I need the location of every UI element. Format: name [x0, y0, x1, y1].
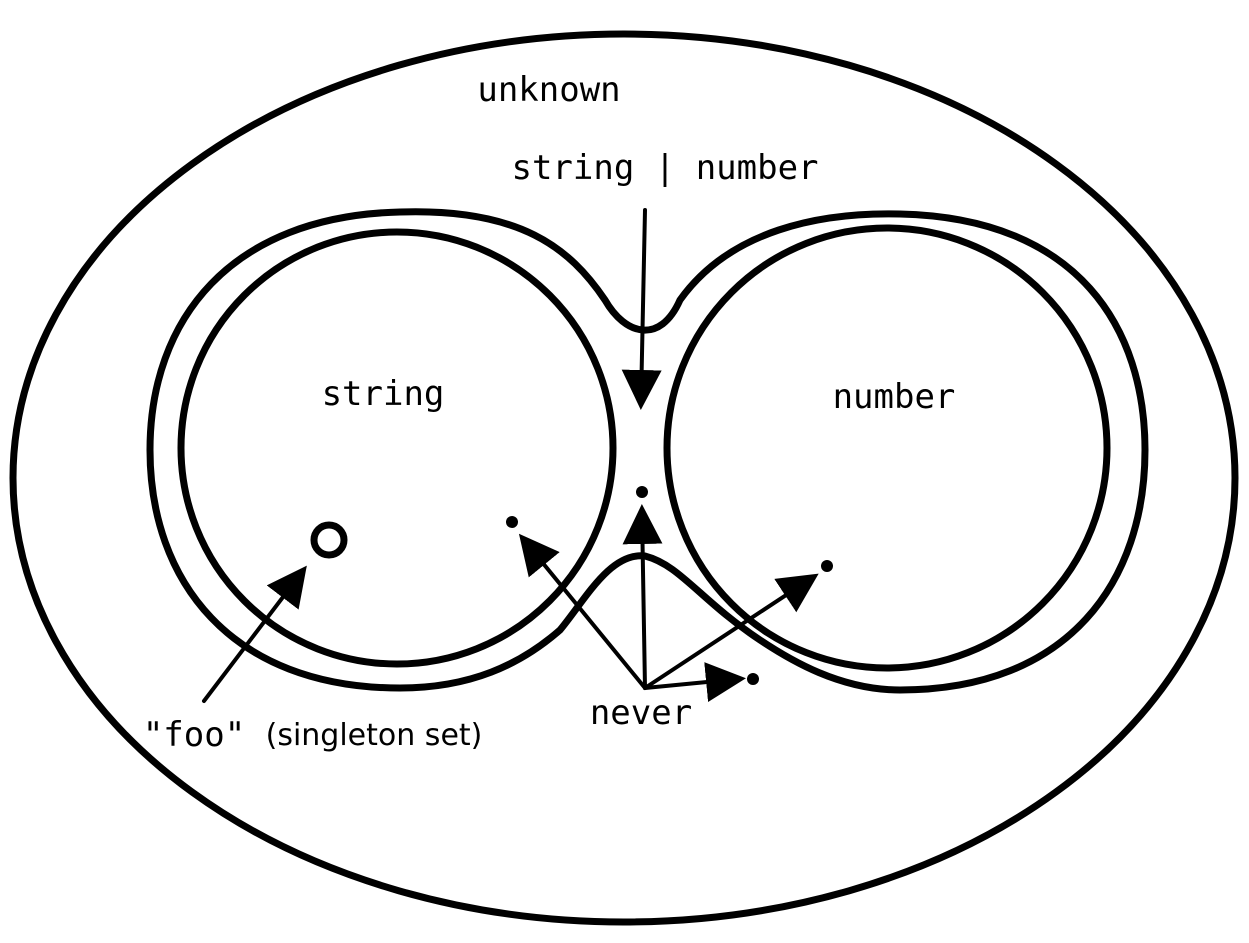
foo-note-label: (singleton set)	[266, 718, 483, 753]
union-arrow	[621, 208, 662, 410]
unknown-set-ellipse	[9, 30, 1239, 926]
foo-singleton-circle	[310, 521, 348, 559]
unknown-label: unknown	[477, 70, 620, 110]
never-arrow-gap	[622, 504, 663, 690]
never-dot-in-number	[821, 560, 833, 572]
string-label: string	[322, 374, 445, 414]
number-label: number	[833, 377, 956, 417]
never-dot-in-string	[506, 516, 518, 528]
union-label: string | number	[511, 148, 818, 188]
string-set-circle	[177, 228, 617, 668]
never-arrow-number	[643, 573, 819, 690]
number-set-circle	[663, 224, 1111, 672]
foo-label: "foo"	[143, 715, 245, 755]
never-label: never	[590, 693, 692, 733]
never-dot-in-gap	[636, 486, 648, 498]
never-dot-in-unknown	[747, 673, 759, 685]
never-arrow-unknown	[643, 662, 746, 702]
union-set-outline	[146, 208, 1149, 694]
never-arrow-string	[518, 533, 647, 690]
foo-arrow	[202, 565, 307, 703]
